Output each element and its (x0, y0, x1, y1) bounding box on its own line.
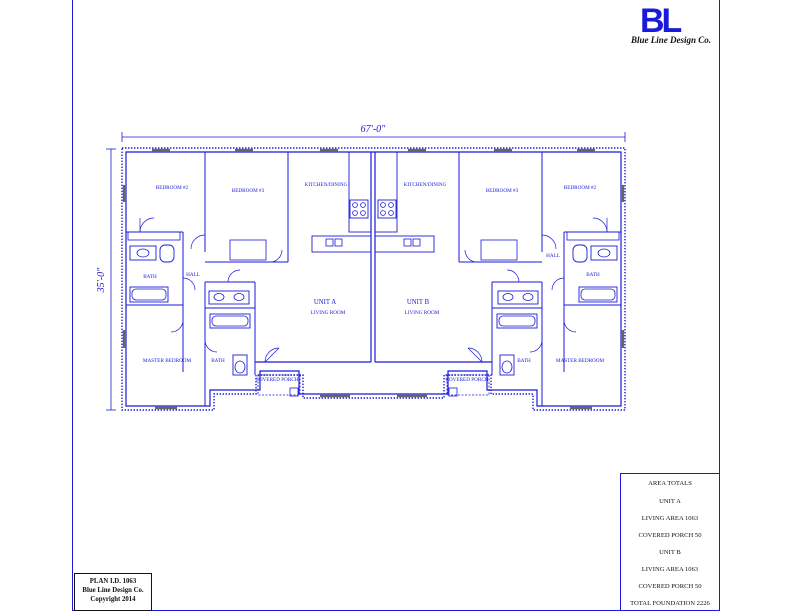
logo-company-name: Blue Line Design Co. (630, 35, 711, 45)
unit-b-kitchen-dining-label: KITCHEN/DINING (404, 182, 447, 188)
area-totals-title: AREA TOTALS (648, 480, 692, 487)
plan-id: PLAN I.D. 1063 (89, 578, 137, 585)
unit-a-label: UNIT A (314, 299, 336, 306)
unit-a-bedroom-2-label: BEDROOM #2 (156, 185, 189, 191)
unit-a-kitchen-dining-label: KITCHEN/DINING (305, 182, 348, 188)
unit-a-master-bedroom-label: MASTER BEDROOM (143, 358, 192, 364)
area-totals-box: AREA TOTALS UNIT A LIVING AREA 1063 COVE… (620, 473, 720, 611)
unit-a-hall-label: HALL (186, 272, 200, 278)
unit-a-master-bath-label: BATH (211, 358, 225, 364)
area-unit-a-heading: UNIT A (659, 498, 681, 505)
unit-a-bath-label: BATH (143, 274, 157, 280)
area-unit-a-living: LIVING AREA 1063 (641, 515, 699, 522)
unit-b-bedroom-2-label: BEDROOM #2 (564, 185, 597, 191)
unit-a-living-room-label: LIVING ROOM (311, 310, 346, 316)
plan-company: Blue Line Design Co. (82, 587, 144, 594)
overall-width-dimension: 67'-0" (361, 124, 386, 135)
area-unit-b-heading: UNIT B (659, 549, 681, 556)
unit-a-bedroom-3-label: BEDROOM #3 (232, 188, 265, 194)
company-logo: BL Blue Line Design Co. (626, 4, 716, 48)
unit-b-master-bath-label: BATH (517, 358, 531, 364)
plan-copyright: Copyright 2014 (90, 596, 136, 603)
area-total-foundation: TOTAL FOUNDATION 2226 (630, 600, 710, 607)
drawing-sheet (72, 0, 720, 611)
unit-b-label: UNIT B (407, 299, 430, 306)
area-unit-a-porch: COVERED PORCH 50 (638, 532, 702, 539)
unit-b-living-room-label: LIVING ROOM (405, 310, 440, 316)
logo-mark: BL (640, 2, 682, 40)
unit-b-master-bedroom-label: MASTER BEDROOM (556, 358, 605, 364)
unit-b-covered-porch-label: COVERED PORCH (445, 377, 488, 383)
plan-linework (106, 132, 626, 411)
area-unit-b-living: LIVING AREA 1063 (641, 566, 699, 573)
overall-depth-dimension: 35'-0" (96, 267, 107, 293)
unit-b-bedroom-3-label: BEDROOM #3 (486, 188, 519, 194)
plan-id-box: PLAN I.D. 1063 Blue Line Design Co. Copy… (74, 573, 152, 611)
unit-b-hall-label: HALL (546, 253, 560, 259)
unit-a-covered-porch-label: COVERED PORCH (255, 377, 298, 383)
unit-b-bath-label: BATH (586, 272, 600, 278)
area-unit-b-porch: COVERED PORCH 50 (638, 583, 702, 590)
